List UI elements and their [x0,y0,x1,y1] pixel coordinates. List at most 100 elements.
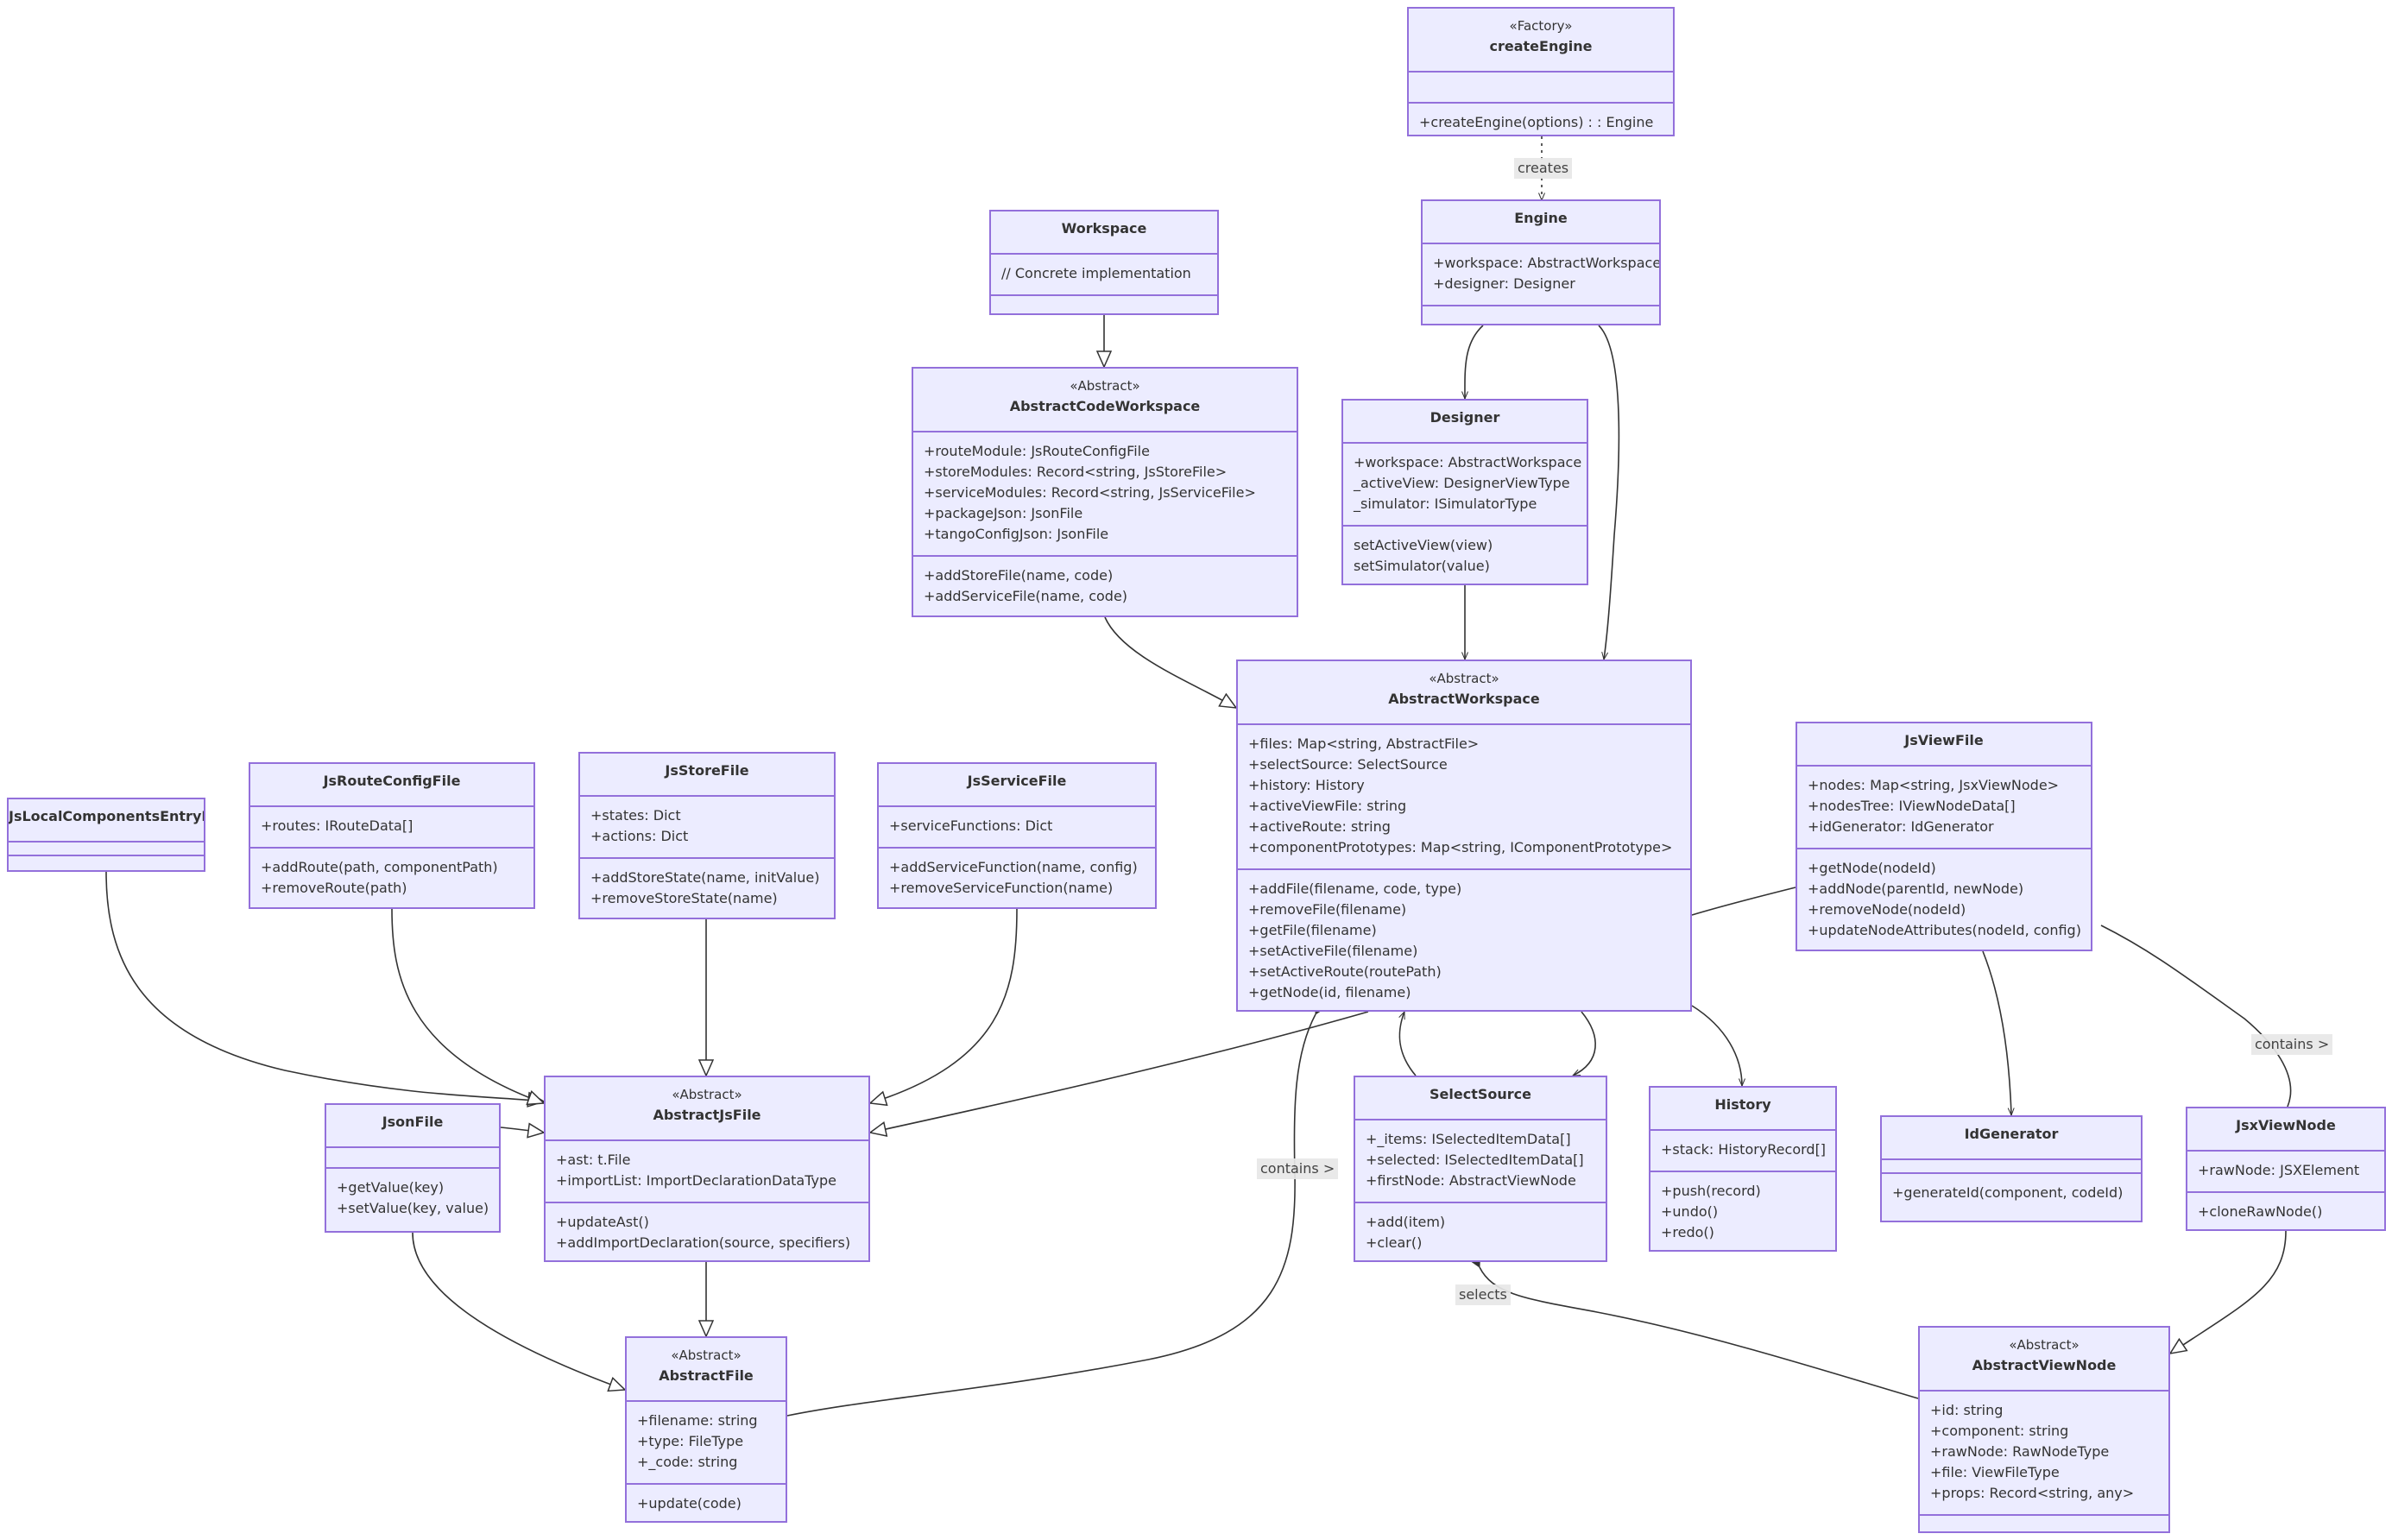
method: +setValue(key, value) [337,1200,489,1216]
class-name: AbstractFile [659,1367,754,1384]
attribute: +stack: HistoryRecord[] [1661,1141,1827,1158]
attribute: +file: ViewFileType [1930,1464,2060,1480]
edge-json-file-js-file [500,1127,544,1133]
method: +getValue(key) [337,1179,445,1196]
stereotype: «Factory» [1509,18,1573,34]
attribute: +workspace: AbstractWorkspace [1354,454,1582,470]
stereotype: «Abstract» [2009,1337,2080,1353]
attribute: +serviceFunctions: Dict [889,817,1053,834]
edge-service-inherits [870,908,1018,1103]
attribute: +workspace: AbstractWorkspace [1433,255,1661,271]
class-js-service-file[interactable]: JsServiceFile +serviceFunctions: Dict +a… [877,762,1157,909]
method: +removeNode(nodeId) [1808,901,1966,918]
method: +setActiveFile(filename) [1248,943,1418,959]
attribute: +states: Dict [590,807,681,824]
edge-workspace-history [1691,1005,1742,1086]
method: +push(record) [1661,1183,1761,1199]
attribute: +serviceModules: Record<string, JsServic… [924,484,1256,501]
attribute: +filename: string [637,1412,758,1429]
attribute: +ast: t.File [556,1152,631,1168]
method: +removeServiceFunction(name) [889,880,1114,896]
class-jsx-view-node[interactable]: JsxViewNode +rawNode: JSXElement +cloneR… [2186,1107,2386,1231]
attribute: +nodesTree: IViewNodeData[] [1808,798,2016,814]
attribute: +id: string [1930,1402,2004,1418]
method: +getFile(filename) [1248,922,1377,938]
edge-selects [1480,1267,1919,1399]
class-js-store-file[interactable]: JsStoreFile +states: Dict +actions: Dict… [578,752,836,919]
attribute: _activeView: DesignerViewType [1354,475,1570,491]
attribute: +rawNode: JSXElement [2198,1162,2360,1178]
edge-local-components-inherits [105,871,544,1101]
class-name: AbstractJsFile [653,1107,761,1123]
class-abstract-code-workspace[interactable]: «Abstract» AbstractCodeWorkspace +routeM… [912,367,1298,617]
class-create-engine[interactable]: «Factory» createEngine +createEngine(opt… [1407,7,1675,136]
class-workspace[interactable]: Workspace // Concrete implementation [989,210,1219,315]
class-id-generator[interactable]: IdGenerator +generateId(component, codeI… [1880,1115,2143,1222]
attribute: +actions: Dict [590,828,689,844]
attribute: +activeRoute: string [1248,818,1391,835]
class-select-source[interactable]: SelectSource +_items: ISelectedItemData[… [1354,1076,1607,1262]
edge-json-file-inherits [412,1232,625,1390]
method: +addRoute(path, componentPath) [261,859,498,875]
method: +removeRoute(path) [261,880,407,896]
class-name: AbstractWorkspace [1388,691,1540,707]
method: +cloneRawNode() [2198,1203,2323,1220]
method: +removeStoreState(name) [590,890,778,906]
method: +addStoreFile(name, code) [924,567,1114,584]
edge-contains-node [2100,925,2292,1107]
class-abstract-file[interactable]: «Abstract» AbstractFile +filename: strin… [625,1336,787,1523]
method: +update(code) [637,1495,742,1512]
edge-engine-abstract-workspace [1598,325,1620,660]
class-engine[interactable]: Engine +workspace: AbstractWorkspace +de… [1421,199,1661,325]
method: +removeFile(filename) [1248,901,1407,918]
class-name: IdGenerator [1964,1126,2059,1142]
method: +getNode(nodeId) [1808,860,1936,876]
edge-label-contains-file: contains > [1257,1158,1339,1179]
class-designer[interactable]: Designer +workspace: AbstractWorkspace _… [1341,399,1588,585]
attribute: +routes: IRouteData[] [261,817,413,834]
attribute: +routeModule: JsRouteConfigFile [924,443,1150,459]
class-js-view-file[interactable]: JsViewFile +nodes: Map<string, JsxViewNo… [1796,722,2092,951]
class-name: AbstractViewNode [1972,1357,2117,1373]
class-abstract-js-file[interactable]: «Abstract» AbstractJsFile +ast: t.File +… [544,1076,870,1262]
attribute: +nodes: Map<string, JsxViewNode> [1808,777,2060,793]
method: +undo() [1661,1203,1719,1220]
method: +generateId(component, codeId) [1892,1184,2124,1201]
class-name: JsViewFile [1904,732,1984,748]
attribute: // Concrete implementation [1001,265,1191,281]
attribute: +idGenerator: IdGenerator [1808,818,1994,835]
class-name: JsLocalComponentsEntryFile [9,808,204,824]
method: +setActiveRoute(routePath) [1248,963,1442,980]
attribute: +storeModules: Record<string, JsStoreFil… [924,464,1228,480]
edge-code-workspace-inherits [1104,616,1236,708]
stereotype: «Abstract» [671,1348,742,1363]
attribute: +props: Record<string, any> [1930,1485,2135,1501]
method: +addFile(filename, code, type) [1248,880,1462,897]
edge-view-file-id-generator [1982,950,2011,1115]
method: +addServiceFile(name, code) [924,588,1128,604]
attribute: +componentPrototypes: Map<string, ICompo… [1248,839,1673,855]
stereotype: «Abstract» [672,1087,742,1102]
stereotype: «Abstract» [1070,378,1140,394]
class-history[interactable]: History +stack: HistoryRecord[] +push(re… [1649,1086,1837,1252]
class-js-route-config-file[interactable]: JsRouteConfigFile +routes: IRouteData[] … [249,762,535,909]
attribute: +designer: Designer [1433,275,1575,292]
method: setSimulator(value) [1354,558,1490,574]
method: +getNode(id, filename) [1248,984,1411,1000]
class-name: History [1714,1096,1771,1113]
attribute: +type: FileType [637,1433,744,1449]
edge-view-file-link [1691,887,1796,916]
method: +add(item) [1366,1214,1446,1230]
class-js-local-components-entry-file[interactable]: JsLocalComponentsEntryFile [7,798,205,872]
attribute: +files: Map<string, AbstractFile> [1248,735,1480,752]
class-json-file[interactable]: JsonFile +getValue(key) +setValue(key, v… [325,1103,501,1233]
edge-workspace-js-file [870,1011,1369,1133]
edge-jsx-view-node-inherits [2170,1230,2287,1354]
class-name: Workspace [1061,220,1147,237]
method: +updateNodeAttributes(nodeId, config) [1808,922,2081,938]
class-abstract-workspace[interactable]: «Abstract» AbstractWorkspace +files: Map… [1236,660,1692,1012]
method: setActiveView(view) [1354,537,1493,553]
class-abstract-view-node[interactable]: «Abstract» AbstractViewNode +id: string … [1918,1326,2170,1533]
